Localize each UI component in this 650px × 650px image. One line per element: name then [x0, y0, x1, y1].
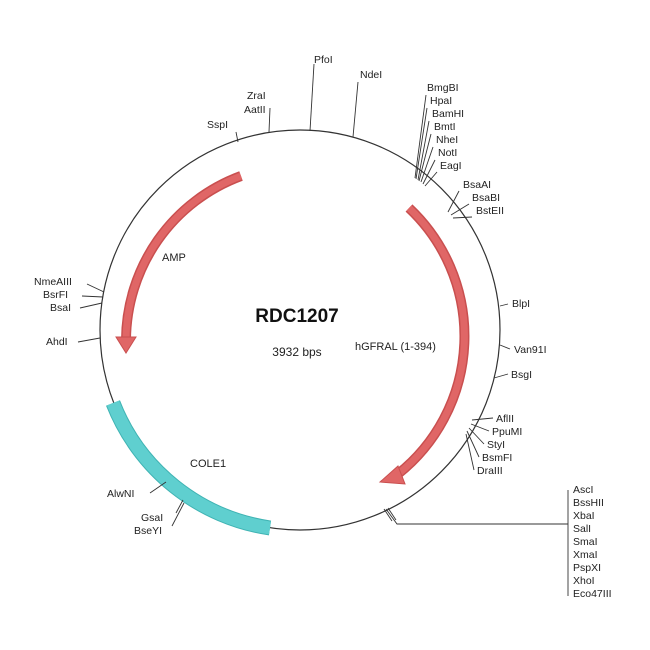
- mcs-label: SmaI: [573, 536, 598, 548]
- site-label-aflii: AflII: [496, 413, 514, 425]
- gsai-line: [175, 499, 184, 514]
- bsai-line: [79, 302, 103, 309]
- site-label-ahdi: AhdI: [46, 336, 68, 348]
- site-lines: [77, 63, 569, 596]
- mcs-label: XhoI: [573, 575, 595, 587]
- site-labels: PfoI NdeI ZraI AatII SspI BmgBI HpaI Bam…: [34, 54, 612, 600]
- ahdi-line: [77, 337, 101, 343]
- site-label-noti: NotI: [438, 147, 457, 159]
- mcs-line: [385, 508, 568, 525]
- site-label-aatii: AatII: [244, 104, 266, 116]
- site-label-bsai: BsaI: [50, 302, 71, 314]
- site-label-ppumi: PpuMI: [492, 426, 522, 438]
- mcs-label: XbaI: [573, 510, 595, 522]
- plasmid-size: 3932 bps: [272, 345, 321, 359]
- mcs-label: SalI: [573, 523, 591, 535]
- site-label-van91i: Van91I: [514, 344, 547, 356]
- bsgi-line: [493, 373, 509, 379]
- site-label-bsgi: BsgI: [511, 369, 532, 381]
- mcs-label: PspXI: [573, 562, 601, 574]
- mcs-label: Eco47III: [573, 588, 612, 600]
- site-label-ndei: NdeI: [360, 69, 382, 81]
- site-label-bsabi: BsaBI: [472, 192, 500, 204]
- site-label-bsaai: BsaAI: [463, 179, 491, 191]
- hgfral-arrow-head: [378, 465, 406, 485]
- bamhi-line: [417, 120, 430, 181]
- bsrfi-line: [81, 295, 104, 298]
- feature-label-hgfral: hGFRAL (1-394): [355, 341, 436, 353]
- bsabi-line: [450, 203, 470, 216]
- noti-line: [422, 159, 436, 185]
- styi-line: [468, 427, 485, 445]
- draiii-line: [465, 433, 475, 471]
- bmti-line: [418, 133, 432, 182]
- mcs-label: XmaI: [573, 549, 598, 561]
- mcs-tick-1: [383, 508, 393, 522]
- site-label-nmeaiii: NmeAIII: [34, 276, 72, 288]
- sspi-line: [235, 131, 239, 143]
- bsaai-line: [447, 190, 460, 213]
- ndei-line: [352, 81, 359, 138]
- site-label-alwni: AlwNI: [107, 488, 134, 500]
- amp-arrow-body: [122, 172, 243, 341]
- site-label-sspi: SspI: [207, 119, 228, 131]
- backbone-circle: [99, 129, 501, 531]
- site-label-bmti: BmtI: [434, 121, 456, 133]
- site-label-bmgbi: BmgBI: [427, 82, 459, 94]
- alwni-line: [149, 481, 167, 494]
- ppumi-line: [470, 423, 490, 432]
- blpi-line: [499, 303, 509, 307]
- site-label-bsrfi: BsrFI: [43, 289, 68, 301]
- site-label-nhei: NheI: [436, 134, 458, 146]
- site-label-bseyi: BseYI: [134, 525, 162, 537]
- hpai-line: [415, 107, 428, 180]
- mcs-label: AscI: [573, 484, 593, 496]
- bsteii-line: [452, 216, 473, 219]
- mcs-tick-2: [387, 507, 397, 521]
- feature-label-amp: AMP: [162, 252, 186, 264]
- bseyi-line: [171, 502, 185, 527]
- site-label-bsmfi: BsmFI: [482, 452, 512, 464]
- site-label-zrai: ZraI: [247, 90, 266, 102]
- eagi-line: [424, 171, 438, 187]
- site-label-hpai: HpaI: [430, 95, 452, 107]
- nmeaiii-line: [86, 283, 105, 293]
- site-label-eagi: EagI: [440, 160, 462, 172]
- site-label-styi: StyI: [487, 439, 505, 451]
- aflii-line: [471, 417, 494, 421]
- site-label-bamhi: BamHI: [432, 108, 464, 120]
- cole1-arc: [106, 400, 271, 535]
- site-label-draiii: DraIII: [477, 465, 503, 477]
- hgfral-arrow-body: [395, 205, 468, 477]
- plasmid-name: RDC1207: [255, 306, 338, 327]
- site-label-bsteii: BstEII: [476, 205, 504, 217]
- site-label-pfoi: PfoI: [314, 54, 333, 66]
- bmgbi-line: [414, 94, 427, 179]
- zrai-aatii-line: [268, 107, 271, 133]
- pfoi-line: [309, 63, 315, 132]
- site-label-gsai: GsaI: [141, 512, 163, 524]
- amp-arrow-head: [115, 336, 137, 354]
- site-label-blpi: BlpI: [512, 298, 530, 310]
- nhei-line: [420, 146, 434, 183]
- bsmfi-line: [466, 430, 480, 458]
- mcs-label: BssHII: [573, 497, 604, 509]
- van91i-line: [499, 344, 511, 350]
- feature-label-cole1: COLE1: [190, 458, 226, 470]
